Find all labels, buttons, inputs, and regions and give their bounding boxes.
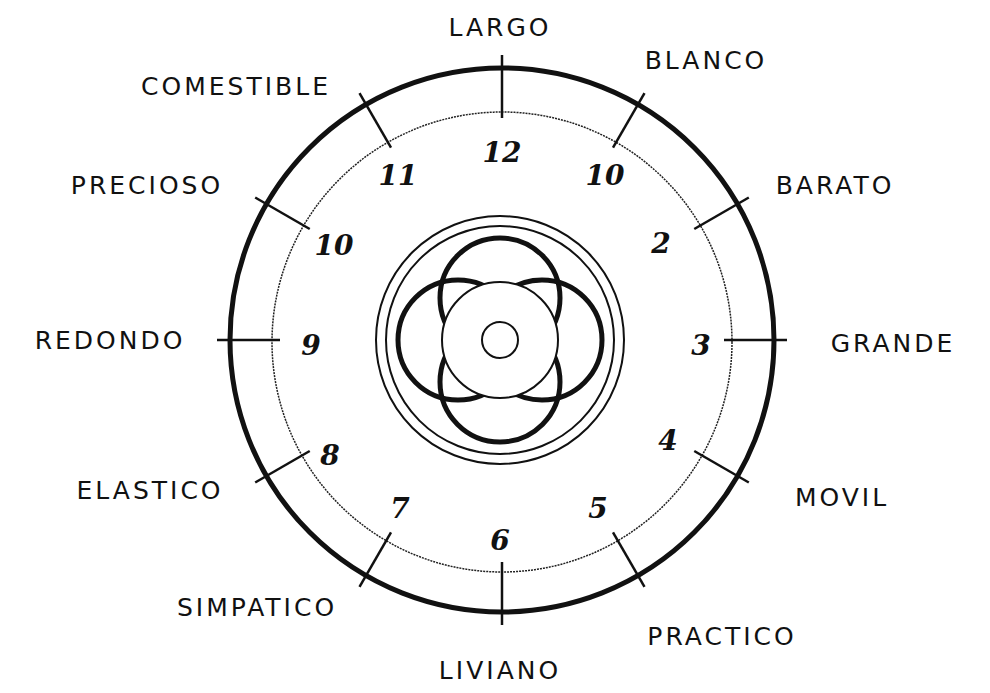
dial-number: 9 [298,329,323,362]
inner-rim [272,112,732,572]
dial-number: 4 [655,424,680,457]
dial-number: 7 [387,492,412,525]
dial-number: 10 [583,159,628,192]
dial-number: 2 [648,227,673,260]
outer-word: BLANCO [642,46,771,75]
outer-word: REDONDO [32,326,189,355]
outer-word: LIVIANO [436,656,564,685]
tick-marks [217,55,787,625]
outer-word: SIMPATICO [174,593,340,622]
dial-number: 12 [480,136,525,169]
dial-number: 5 [585,492,610,525]
outer-word: GRANDE [828,329,959,358]
rosette [398,238,602,442]
outer-rim [230,68,774,612]
outer-word: LARGO [445,13,554,42]
dial-number: 11 [376,159,421,192]
outer-word: PRACTICO [644,622,799,651]
outer-word: PRECIOSO [68,171,226,200]
center-hole [482,322,518,358]
outer-word: COMESTIBLE [138,72,334,101]
dial-number: 8 [317,439,342,472]
hub-disc [442,282,558,398]
dial-number: 6 [487,524,512,557]
dial-number: 10 [312,229,357,262]
hub-ring [386,226,614,454]
dial-number: 3 [688,329,713,362]
outer-word: ELASTICO [73,476,226,505]
outer-word: BARATO [773,171,898,200]
outer-word: MOVIL [792,483,892,512]
hub-ring [376,216,624,464]
